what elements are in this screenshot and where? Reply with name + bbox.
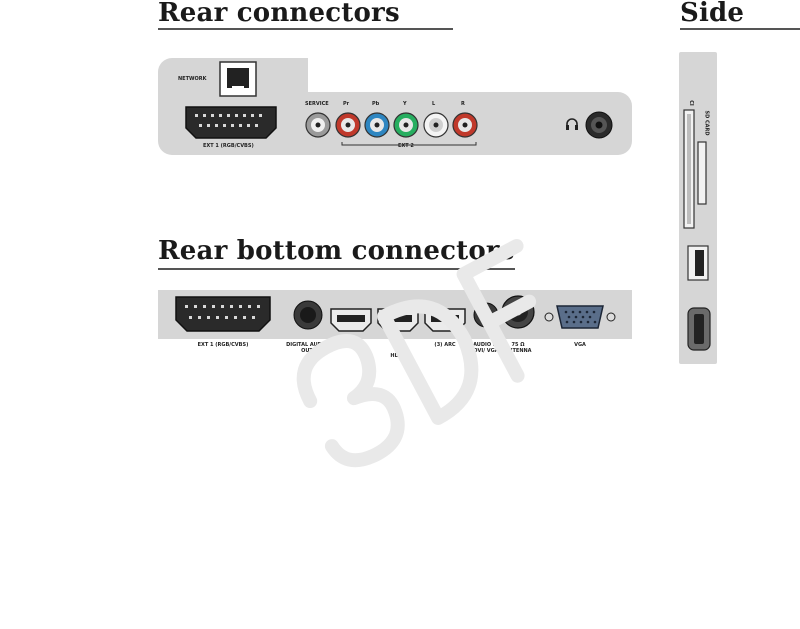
rear-heading-rule xyxy=(158,28,453,30)
side-hdmi-port xyxy=(687,307,711,351)
rca-jack-row xyxy=(305,112,478,138)
vga-label: VGA xyxy=(574,342,586,348)
watermark-logo xyxy=(296,239,537,468)
rear-scart-label: EXT 1 (RGB/CVBS) xyxy=(203,143,254,149)
bottom-scart-label: EXT 1 (RGB/CVBS) xyxy=(197,342,249,348)
jack-label-l: L xyxy=(432,101,436,107)
digital-audio-out-label: DIGITAL AUDIO OUT xyxy=(286,342,328,354)
network-label: NETWORK xyxy=(178,76,207,82)
rear-bottom-heading-rule xyxy=(158,268,515,270)
jack-label-service: SERVICE xyxy=(305,101,329,107)
ci-slot xyxy=(683,109,707,229)
headphone-icon xyxy=(566,118,578,130)
hdmi-3-arc-label: (3) ARC xyxy=(434,342,456,348)
vga-connector xyxy=(544,305,616,329)
pr-jack xyxy=(335,112,361,138)
network-port xyxy=(219,61,257,97)
ext2-label: EXT 2 xyxy=(398,143,414,149)
jack-label-pb: Pb xyxy=(372,101,380,107)
jack-label-pr: Pr xyxy=(343,101,350,107)
bottom-scart-connector xyxy=(175,296,271,332)
digital-audio-out-jack xyxy=(293,300,323,330)
rear-bottom-connectors-heading: Rear bottom connectors xyxy=(158,236,515,266)
ext2-bracket xyxy=(341,142,477,146)
hdmi-port-1 xyxy=(330,308,372,332)
antenna-label: 75 Ω ANTENNA xyxy=(504,342,532,354)
rear-scart-connector xyxy=(185,106,277,139)
pb-jack xyxy=(364,112,390,138)
r-jack xyxy=(452,112,478,138)
side-ci-label: CI xyxy=(687,100,694,106)
headphone-jack xyxy=(585,111,613,139)
l-jack xyxy=(423,112,449,138)
side-heading-rule xyxy=(680,28,800,30)
jack-label-r: R xyxy=(461,101,465,107)
jack-label-y: Y xyxy=(403,101,407,107)
side-usb-port xyxy=(687,245,709,281)
y-jack xyxy=(393,112,419,138)
rear-connectors-heading: Rear connectors xyxy=(158,0,400,28)
audio-in-label: AUDIO IN DVI/ VGA xyxy=(473,342,499,354)
service-jack xyxy=(305,112,331,138)
side-heading: Side xyxy=(680,0,745,28)
